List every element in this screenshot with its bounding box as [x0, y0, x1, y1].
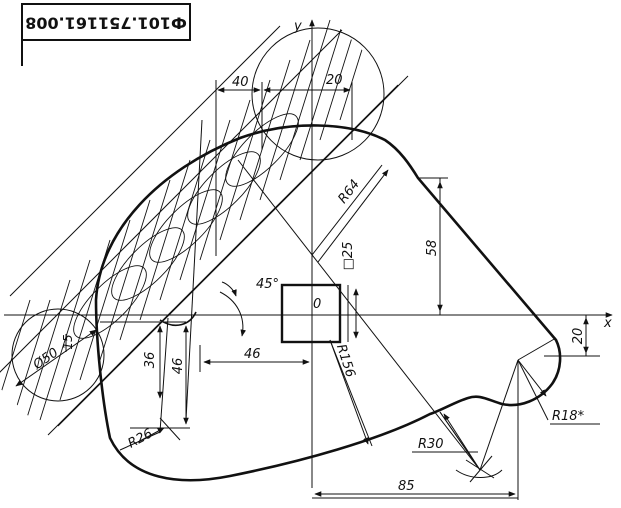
dim-15: 15: [61, 334, 75, 349]
dim-r26: R26: [126, 426, 156, 451]
dim-46-vertical: 46: [171, 358, 186, 375]
axis-y-label: y: [293, 19, 302, 34]
dim-r64: R64: [335, 177, 363, 206]
dim-r30: R30: [418, 437, 444, 452]
drawing-code: Ф101.751161.008: [25, 14, 187, 33]
dim-20-top: 20: [326, 73, 343, 88]
part-contour: [94, 124, 562, 482]
origin-label: 0: [313, 297, 321, 312]
dim-20-right: 20: [571, 328, 586, 345]
axis-x-label: x: [603, 316, 612, 331]
dim-46-horizontal: 46: [244, 347, 261, 362]
construction-lines: [100, 80, 600, 500]
square-size-label: □25: [341, 242, 356, 271]
dim-85: 85: [398, 479, 415, 494]
angle-label: 45°: [256, 277, 279, 292]
dim-r156: R156: [333, 342, 358, 379]
dim-r18: R18*: [552, 409, 585, 424]
title-block: Ф101.751161.008: [21, 3, 191, 66]
dim-40: 40: [232, 75, 249, 90]
dim-58: 58: [425, 240, 440, 257]
cylinder-tube: [0, 0, 409, 436]
dim-36: 36: [143, 352, 158, 369]
dimension-lines: [15, 87, 600, 497]
square-hole: [280, 283, 342, 344]
